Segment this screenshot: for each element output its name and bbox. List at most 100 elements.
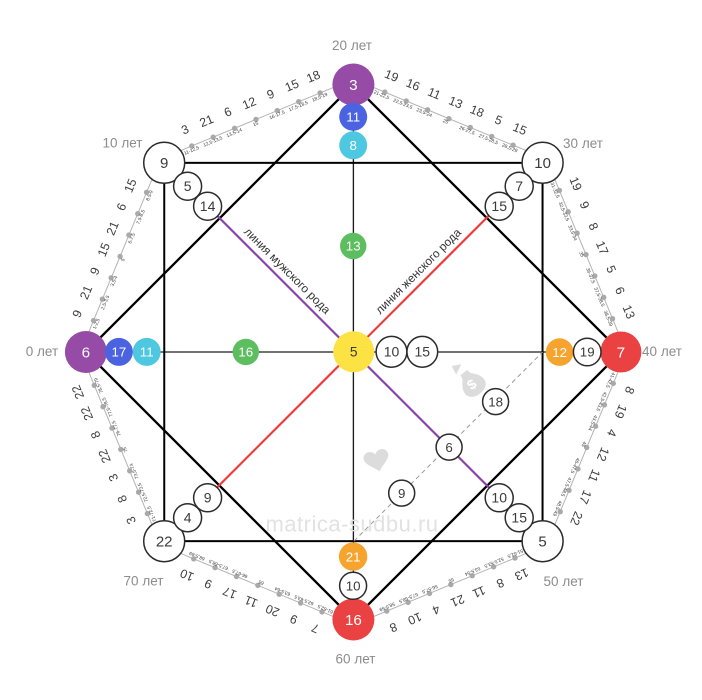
svg-text:9: 9 <box>265 87 277 103</box>
svg-text:11: 11 <box>426 85 443 103</box>
svg-text:линия мужского рода: линия мужского рода <box>241 225 333 317</box>
svg-text:19: 19 <box>580 345 595 360</box>
svg-text:6: 6 <box>82 344 90 361</box>
svg-text:3: 3 <box>123 514 139 526</box>
svg-text:73,5-74: 73,5-74 <box>129 462 141 480</box>
svg-text:61-62,5: 61-62,5 <box>317 603 335 615</box>
svg-text:6-7,5: 6-7,5 <box>127 232 137 245</box>
svg-text:21-22,5: 21-22,5 <box>373 89 391 101</box>
svg-text:13: 13 <box>346 239 361 254</box>
svg-text:15: 15 <box>95 241 113 259</box>
svg-text:18,5-19: 18,5-19 <box>311 92 329 104</box>
svg-text:31-32,5: 31-32,5 <box>549 182 561 200</box>
svg-text:11: 11 <box>140 345 154 360</box>
svg-text:56-57,5: 56-57,5 <box>421 583 439 595</box>
svg-text:19: 19 <box>567 175 585 193</box>
svg-text:22: 22 <box>69 383 87 401</box>
svg-text:4: 4 <box>604 427 620 439</box>
svg-text:17: 17 <box>576 488 594 506</box>
svg-text:66-67,5: 66-67,5 <box>231 567 249 579</box>
svg-text:16: 16 <box>404 76 422 94</box>
svg-text:7: 7 <box>515 178 523 194</box>
svg-text:23,5-24: 23,5-24 <box>415 107 433 119</box>
svg-text:58,5-59: 58,5-59 <box>378 600 396 612</box>
svg-text:7,5-8,5: 7,5-8,5 <box>135 209 146 225</box>
svg-text:11: 11 <box>470 583 487 601</box>
svg-text:8: 8 <box>115 493 131 505</box>
svg-text:12: 12 <box>552 345 567 360</box>
svg-text:5: 5 <box>538 533 546 550</box>
svg-text:19: 19 <box>611 403 629 421</box>
svg-text:8,5-9: 8,5-9 <box>145 189 155 202</box>
svg-text:15: 15 <box>511 510 527 526</box>
svg-text:16: 16 <box>345 612 362 629</box>
svg-text:8: 8 <box>622 384 638 396</box>
svg-text:9: 9 <box>70 308 86 320</box>
svg-text:10: 10 <box>178 566 196 584</box>
svg-text:7: 7 <box>309 620 321 636</box>
svg-text:matrica-sudbu.ru: matrica-sudbu.ru <box>265 512 438 537</box>
svg-text:8: 8 <box>387 620 399 636</box>
svg-text:5: 5 <box>350 345 358 360</box>
svg-text:15: 15 <box>511 120 529 138</box>
svg-text:11: 11 <box>585 467 603 484</box>
svg-text:9: 9 <box>202 576 214 592</box>
svg-text:53,5-54: 53,5-54 <box>463 565 481 577</box>
svg-text:60 лет: 60 лет <box>336 652 376 667</box>
svg-text:46-47,5: 46-47,5 <box>569 457 581 475</box>
svg-text:18: 18 <box>304 68 322 86</box>
svg-text:75: 75 <box>122 446 130 454</box>
svg-text:6: 6 <box>222 104 234 120</box>
svg-text:65: 65 <box>258 578 266 586</box>
svg-text:22: 22 <box>567 509 585 527</box>
svg-text:0 лет: 0 лет <box>26 344 58 359</box>
svg-text:9: 9 <box>87 265 103 277</box>
svg-text:21: 21 <box>198 112 216 130</box>
svg-text:5: 5 <box>120 257 127 262</box>
svg-text:9: 9 <box>160 155 168 172</box>
svg-text:45: 45 <box>580 440 588 448</box>
svg-text:15: 15 <box>121 177 139 195</box>
svg-text:38,5-39: 38,5-39 <box>602 310 614 328</box>
svg-text:12: 12 <box>240 94 258 112</box>
svg-text:10: 10 <box>491 490 507 506</box>
svg-text:линия женского рода: линия женского рода <box>373 225 465 317</box>
svg-text:6: 6 <box>114 201 130 213</box>
svg-text:10: 10 <box>534 155 551 172</box>
svg-text:68,5-69: 68,5-69 <box>188 550 206 562</box>
svg-text:15: 15 <box>491 198 507 214</box>
svg-text:14: 14 <box>200 198 216 214</box>
svg-text:19: 19 <box>383 67 401 85</box>
svg-text:70 лет: 70 лет <box>124 574 164 589</box>
svg-text:4: 4 <box>430 602 442 618</box>
svg-text:11: 11 <box>242 593 259 611</box>
svg-text:10 лет: 10 лет <box>103 136 143 151</box>
svg-text:40 лет: 40 лет <box>642 344 682 359</box>
svg-text:36-37,5: 36-37,5 <box>584 267 596 285</box>
svg-text:10: 10 <box>346 579 361 594</box>
svg-text:28,5-29: 28,5-29 <box>501 143 519 155</box>
svg-text:63,5-64: 63,5-64 <box>274 585 292 597</box>
svg-text:11: 11 <box>346 110 360 125</box>
svg-text:1-2,5: 1-2,5 <box>92 318 102 331</box>
svg-text:76-77,5: 76-77,5 <box>111 419 123 437</box>
svg-text:20 лет: 20 лет <box>332 38 372 53</box>
svg-text:30 лет: 30 лет <box>563 136 603 151</box>
svg-text:9: 9 <box>398 486 405 501</box>
svg-text:17: 17 <box>593 239 611 257</box>
svg-text:8: 8 <box>494 575 506 591</box>
svg-text:22: 22 <box>78 404 96 422</box>
svg-text:13: 13 <box>512 565 530 583</box>
svg-text:16-17,5: 16-17,5 <box>269 109 287 121</box>
svg-text:11-12,5: 11-12,5 <box>183 145 200 157</box>
svg-text:13: 13 <box>620 303 638 321</box>
svg-text:21: 21 <box>104 219 122 237</box>
svg-text:3,5-4: 3,5-4 <box>110 275 120 288</box>
svg-text:51-52,5: 51-52,5 <box>506 547 524 559</box>
svg-text:9: 9 <box>577 199 593 211</box>
svg-text:17: 17 <box>112 345 127 360</box>
svg-text:4: 4 <box>184 510 192 526</box>
svg-text:6: 6 <box>612 285 628 297</box>
svg-text:2,5-3,5: 2,5-3,5 <box>100 294 111 310</box>
svg-text:17: 17 <box>221 584 239 602</box>
